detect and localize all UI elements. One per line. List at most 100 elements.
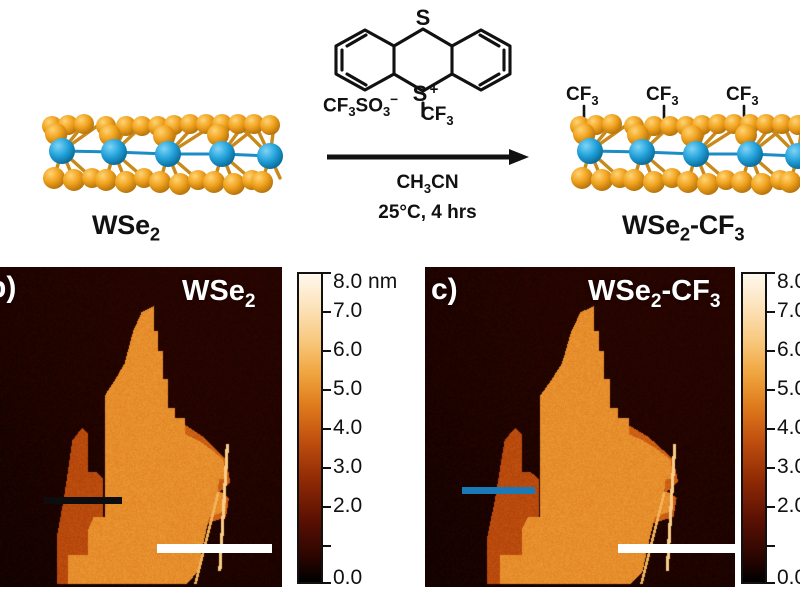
panel-b-title: WSe2 bbox=[182, 275, 255, 313]
product-caption-sub: 2 bbox=[679, 223, 690, 245]
colorbar-b-ticks: 8.0 nm 7.0 6.0 5.0 4.0 3.0 2.0 0.0 bbox=[323, 270, 417, 589]
colorbar-tick-label: 4.0 bbox=[333, 416, 363, 439]
product-caption: WSe2-CF3 bbox=[622, 210, 745, 245]
panel-c-title-sub: 2 bbox=[650, 290, 662, 312]
colorbar-tick bbox=[767, 389, 775, 391]
colorbar-tick-label: 8.0 nm bbox=[333, 270, 398, 293]
colorbar-tick bbox=[767, 582, 775, 584]
colorbar-tick-label: 3.0 bbox=[333, 455, 363, 478]
colorbar-tick-label: 0.0 bbox=[777, 566, 800, 589]
product-cf3-tag-1: CF3 bbox=[566, 84, 599, 108]
solvent-condition: CH3CN bbox=[325, 172, 530, 196]
product-cf3-tag-2: CF3 bbox=[646, 84, 679, 108]
colorbar-tick-label: 8.0 bbox=[777, 270, 800, 293]
colorbar-tick-label: 7.0 bbox=[333, 299, 363, 322]
colorbar-tick-label: 2.0 bbox=[777, 494, 800, 517]
solvent-cn-text: CN bbox=[431, 172, 459, 193]
panel-c-title-tail: -CF bbox=[661, 275, 710, 307]
reaction-arrow-group: CH3CN 25°C, 4 hrs bbox=[325, 140, 530, 240]
reaction-scheme: WSe2 bbox=[0, 0, 800, 262]
counterion-sub-1: 3 bbox=[348, 104, 356, 120]
reactant-caption: WSe2 bbox=[92, 210, 160, 245]
colorbar-b: 8.0 nm 7.0 6.0 5.0 4.0 3.0 2.0 0.0 bbox=[297, 270, 417, 589]
colorbar-tick-label: 5.0 bbox=[777, 377, 800, 400]
reactant-caption-sub: 2 bbox=[149, 223, 160, 245]
colorbar-tick-label: 7.0 bbox=[777, 299, 800, 322]
colorbar-tick bbox=[323, 506, 331, 508]
product-cf3-tag-1-text: CF bbox=[566, 84, 592, 105]
height-profile-line-b bbox=[44, 497, 122, 504]
product-cf3-tag-1-sub: 3 bbox=[591, 92, 599, 108]
colorbar-tick bbox=[767, 545, 775, 547]
product-caption-sub2: 3 bbox=[734, 223, 745, 245]
panel-b-title-sub: 2 bbox=[244, 290, 256, 312]
sulfonium-sulfur-label: S bbox=[413, 81, 428, 106]
colorbar-tick bbox=[323, 467, 331, 469]
reaction-arrow-icon bbox=[327, 149, 529, 165]
colorbar-tick-label: 0.0 bbox=[333, 566, 363, 589]
colorbar-tick bbox=[767, 506, 775, 508]
thianthrene-sulfur-top-label: S bbox=[416, 5, 431, 30]
afm-panel-c: c) WSe2-CF3 2 μm bbox=[425, 267, 735, 587]
colorbar-tick bbox=[767, 467, 775, 469]
colorbar-tick bbox=[323, 582, 331, 584]
product-caption-text: WSe bbox=[622, 210, 680, 240]
scalebar-b bbox=[157, 544, 272, 553]
wse2-lattice bbox=[22, 104, 290, 204]
triflate-counterion-label: CF3SO3− bbox=[323, 92, 398, 119]
panel-b-title-text: WSe bbox=[182, 275, 245, 307]
colorbar-b-bar bbox=[297, 272, 323, 584]
afm-image-b bbox=[0, 267, 282, 587]
panel-c-title: WSe2-CF3 bbox=[588, 275, 720, 313]
colorbar-c: 8.07.06.05.04.03.02.00.0 bbox=[741, 270, 800, 589]
colorbar-tick bbox=[323, 545, 331, 547]
colorbar-b-gradient bbox=[299, 274, 321, 582]
colorbar-tick bbox=[767, 272, 775, 274]
counterion-so-text: SO bbox=[355, 95, 383, 117]
colorbar-tick bbox=[767, 428, 775, 430]
colorbar-tick bbox=[767, 311, 775, 313]
colorbar-c-gradient bbox=[743, 274, 765, 582]
counterion-charge: − bbox=[390, 92, 399, 107]
wse2-lattice-svg bbox=[42, 114, 283, 195]
colorbar-tick bbox=[323, 389, 331, 391]
height-profile-line-c bbox=[462, 487, 535, 494]
colorbar-c-bar bbox=[741, 272, 767, 584]
temperature-time-condition: 25°C, 4 hrs bbox=[378, 202, 477, 223]
counterion-cf-text: CF bbox=[323, 95, 349, 117]
sulfonium-cf3-label: CF3 bbox=[421, 104, 454, 128]
product-cf3-tag-3: CF3 bbox=[726, 84, 759, 108]
colorbar-tick bbox=[323, 428, 331, 430]
product-cf3-tag-3-sub: 3 bbox=[751, 92, 759, 108]
product-cf3-tag-2-text: CF bbox=[646, 84, 672, 105]
panel-label-c: c) bbox=[431, 273, 458, 306]
afm-image-c bbox=[425, 267, 735, 587]
scalebar-c bbox=[618, 544, 735, 553]
colorbar-tick bbox=[323, 311, 331, 313]
colorbar-tick bbox=[767, 350, 775, 352]
thianthrenium-reagent-structure: S S + bbox=[318, 2, 528, 130]
product-caption-tail: -CF bbox=[689, 210, 735, 240]
colorbar-tick-label: 6.0 bbox=[333, 338, 363, 361]
colorbar-tick-label: 5.0 bbox=[333, 377, 363, 400]
thianthrenium-svg: S S + bbox=[334, 5, 512, 118]
product-cf3-tag-2-sub: 3 bbox=[671, 92, 679, 108]
colorbar-tick bbox=[323, 272, 331, 274]
reactant-caption-text: WSe bbox=[92, 210, 150, 240]
afm-panel-b: b) WSe2 2 μm bbox=[0, 267, 282, 587]
colorbar-c-ticks: 8.07.06.05.04.03.02.00.0 bbox=[767, 270, 800, 589]
solvent-sub: 3 bbox=[423, 180, 432, 196]
panel-c-title-sub2: 3 bbox=[709, 290, 721, 312]
counterion-sub-2: 3 bbox=[382, 104, 391, 120]
colorbar-tick-label: 2.0 bbox=[333, 494, 363, 517]
wse2-cf3-lattice bbox=[550, 104, 800, 204]
product-cf3-tag-3-text: CF bbox=[726, 84, 752, 105]
sulfonium-cf3-text: CF bbox=[421, 104, 447, 125]
sulfonium-cf3-sub: 3 bbox=[446, 112, 454, 128]
solvent-ch-text: CH bbox=[396, 172, 424, 193]
colorbar-tick bbox=[323, 350, 331, 352]
wse2-cf3-lattice-svg bbox=[570, 104, 800, 195]
panel-c-title-text: WSe bbox=[588, 275, 651, 307]
sulfonium-charge-label: + bbox=[430, 81, 439, 98]
